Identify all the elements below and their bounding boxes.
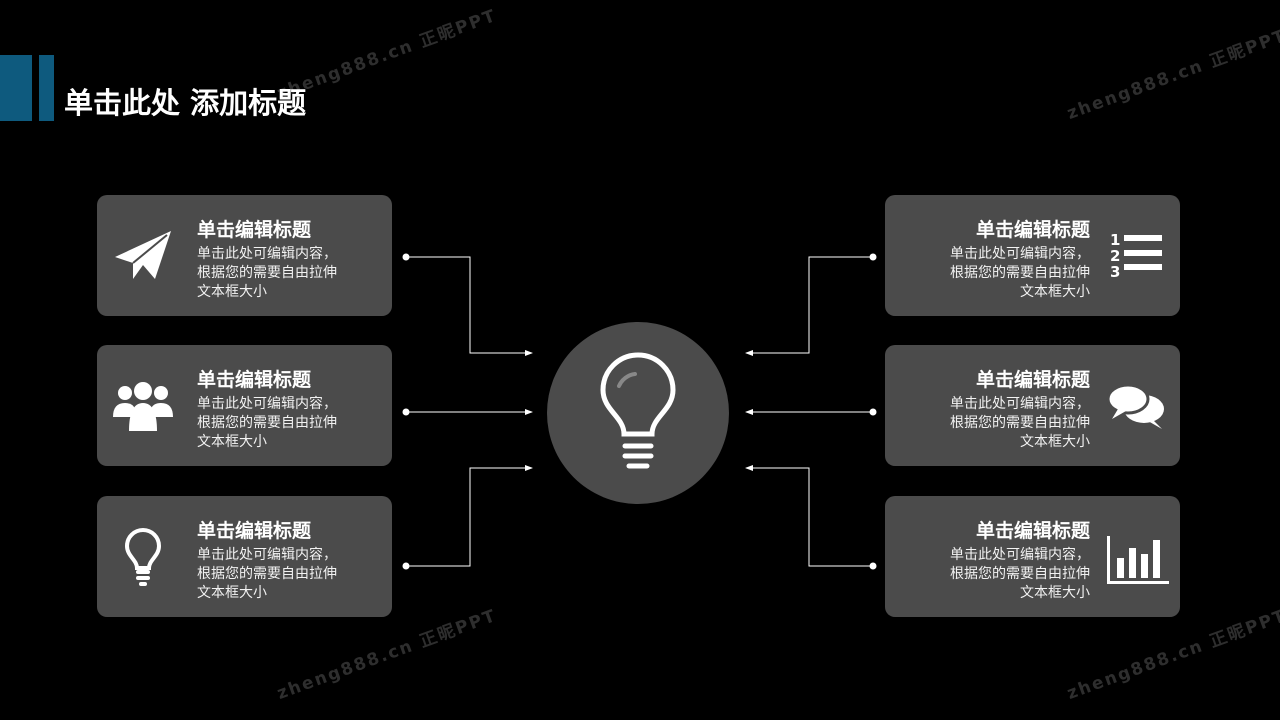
card-heading: 单击编辑标题 — [975, 219, 1090, 241]
light-bulb-icon — [124, 528, 162, 586]
card-body: 单击此处可编辑内容，根据您的需要自由拉伸文本框大小 — [950, 396, 1090, 450]
paper-plane-icon — [115, 231, 171, 279]
card-heading: 单击编辑标题 — [197, 219, 312, 241]
feature-card[interactable]: 单击编辑标题 单击此处可编辑内容，根据您的需要自由拉伸文本框大小 — [97, 496, 392, 617]
light-bulb-icon — [600, 352, 676, 469]
card-heading: 单击编辑标题 — [975, 520, 1090, 542]
card-body: 单击此处可编辑内容，根据您的需要自由拉伸文本框大小 — [197, 547, 337, 601]
svg-text:2: 2 — [1110, 247, 1120, 265]
feature-card[interactable]: 单击编辑标题 单击此处可编辑内容，根据您的需要自由拉伸文本框大小 — [885, 496, 1180, 617]
card-body: 单击此处可编辑内容，根据您的需要自由拉伸文本框大小 — [950, 547, 1090, 601]
feature-card[interactable]: 单击编辑标题 单击此处可编辑内容，根据您的需要自由拉伸文本框大小 — [885, 345, 1180, 466]
svg-text:3: 3 — [1110, 263, 1120, 281]
card-body: 单击此处可编辑内容，根据您的需要自由拉伸文本框大小 — [197, 396, 337, 450]
card-heading: 单击编辑标题 — [197, 520, 312, 542]
numbered-list-icon: 123 — [1110, 231, 1162, 281]
card-heading: 单击编辑标题 — [197, 369, 312, 391]
page-title[interactable]: 单击此处 添加标题 — [64, 86, 307, 120]
svg-text:1: 1 — [1110, 231, 1120, 249]
team-icon — [113, 382, 173, 431]
title-accent-bar — [0, 55, 32, 121]
central-idea-hub — [547, 322, 729, 504]
title-accent-bar — [39, 55, 54, 121]
bar-chart-icon — [1107, 536, 1169, 584]
card-body: 单击此处可编辑内容，根据您的需要自由拉伸文本框大小 — [950, 246, 1090, 300]
chat-bubbles-icon — [1106, 383, 1164, 429]
feature-card[interactable]: 单击编辑标题 单击此处可编辑内容，根据您的需要自由拉伸文本框大小 — [97, 195, 392, 316]
feature-card[interactable]: 单击编辑标题 单击此处可编辑内容，根据您的需要自由拉伸文本框大小 — [97, 345, 392, 466]
card-heading: 单击编辑标题 — [975, 369, 1090, 391]
card-body: 单击此处可编辑内容，根据您的需要自由拉伸文本框大小 — [197, 246, 337, 300]
